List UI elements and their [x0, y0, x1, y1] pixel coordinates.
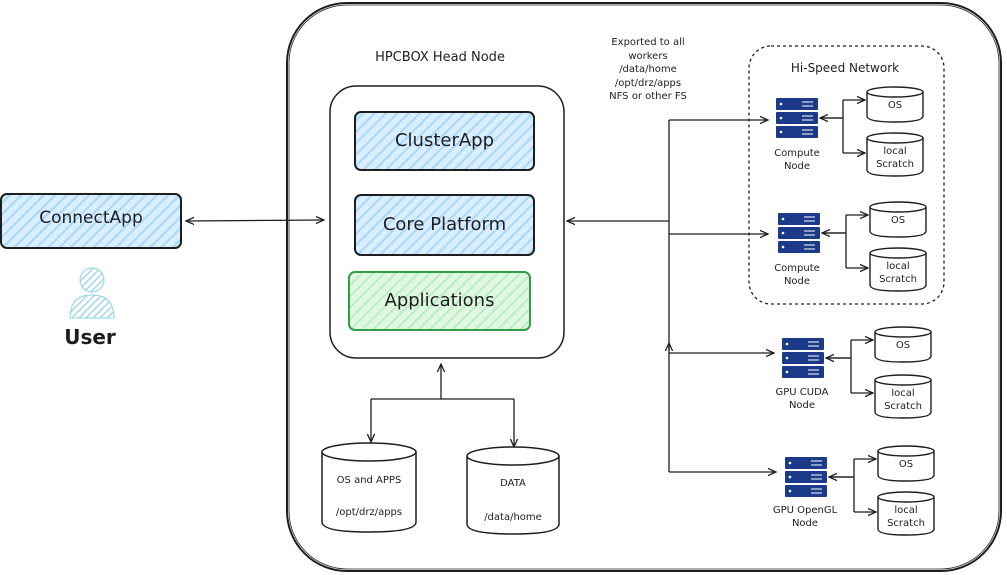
node-name-line: Node — [783, 276, 811, 287]
export-note-line: /data/home — [619, 64, 677, 75]
os-disk — [869, 201, 927, 238]
node-os-label: OS — [898, 459, 914, 470]
node-scratch-label: local — [891, 388, 915, 399]
node-os-label: OS — [887, 100, 903, 111]
storage-connectors — [371, 364, 514, 447]
node-scratch-label: Scratch — [879, 274, 917, 285]
head-node-enclosure — [286, 2, 1002, 572]
export-note-line: workers — [628, 50, 668, 62]
os-disk — [874, 326, 932, 363]
scratch-disk — [877, 491, 935, 536]
connectapp-label: ConnectApp — [39, 208, 143, 228]
node-storage-connector — [826, 340, 852, 393]
node-scratch-label: local — [894, 505, 918, 516]
os-apps-storage — [321, 442, 417, 533]
node-name-line: Compute — [774, 148, 820, 159]
bus-connectors — [567, 120, 776, 472]
scratch-disk — [874, 374, 932, 419]
node-storage-connector — [820, 100, 844, 153]
clusterapp-label: ClusterApp — [394, 130, 495, 151]
data-title: DATA — [500, 478, 526, 489]
scratch-disk — [869, 247, 927, 292]
clusterapp-box[interactable] — [354, 111, 535, 171]
core-platform-label: Core Platform — [382, 214, 507, 235]
os-apps-title: OS and APPS — [336, 475, 402, 486]
export-note-line: Exported to all — [611, 37, 685, 48]
connectapp-box[interactable] — [0, 193, 182, 249]
node-2[interactable] — [777, 201, 927, 292]
connectapp-head-arrow — [186, 220, 324, 221]
node-name-line: Node — [788, 400, 816, 411]
export-note: Exported to all workers /data/home /opt/… — [588, 36, 708, 104]
node-4[interactable] — [784, 445, 935, 536]
scratch-disk — [866, 132, 924, 177]
os-apps-path: /opt/drz/apps — [335, 507, 403, 518]
hi-speed-network-title: Hi-Speed Network — [790, 61, 900, 75]
node-os-label: OS — [890, 215, 906, 226]
head-node-title: HPCBOX Head Node — [375, 50, 505, 65]
server-icon — [784, 456, 828, 498]
user-icon — [69, 267, 115, 319]
node-scratch-label: Scratch — [887, 518, 925, 529]
node-scratch-label: local — [883, 146, 907, 157]
node-name-line: Compute — [774, 263, 820, 274]
node-storage-connector — [822, 215, 847, 268]
user-label: User — [64, 325, 116, 349]
applications-label: Applications — [384, 290, 495, 311]
os-disk — [866, 86, 924, 123]
export-note-line: NFS or other FS — [609, 91, 687, 102]
node-name-line: GPU OpenGL — [772, 505, 838, 516]
applications-box[interactable] — [348, 271, 531, 331]
node-scratch-label: Scratch — [884, 401, 922, 412]
node-name-line: Node — [791, 518, 819, 529]
server-icon — [775, 97, 819, 139]
server-icon — [777, 212, 821, 254]
hi-speed-network-box — [748, 45, 945, 305]
node-3[interactable] — [781, 326, 932, 419]
server-icon — [781, 337, 825, 379]
data-storage — [466, 446, 560, 535]
core-platform-box[interactable] — [354, 194, 535, 256]
export-note-line: /opt/drz/apps — [614, 77, 682, 89]
data-path: /data/home — [484, 512, 542, 523]
os-disk — [877, 445, 935, 482]
node-name-line: GPU CUDA — [775, 387, 829, 398]
node-scratch-label: local — [886, 261, 910, 272]
node-scratch-label: Scratch — [876, 159, 914, 170]
node-1[interactable] — [775, 86, 924, 177]
node-name-line: Node — [783, 161, 811, 172]
node-os-label: OS — [895, 340, 911, 351]
